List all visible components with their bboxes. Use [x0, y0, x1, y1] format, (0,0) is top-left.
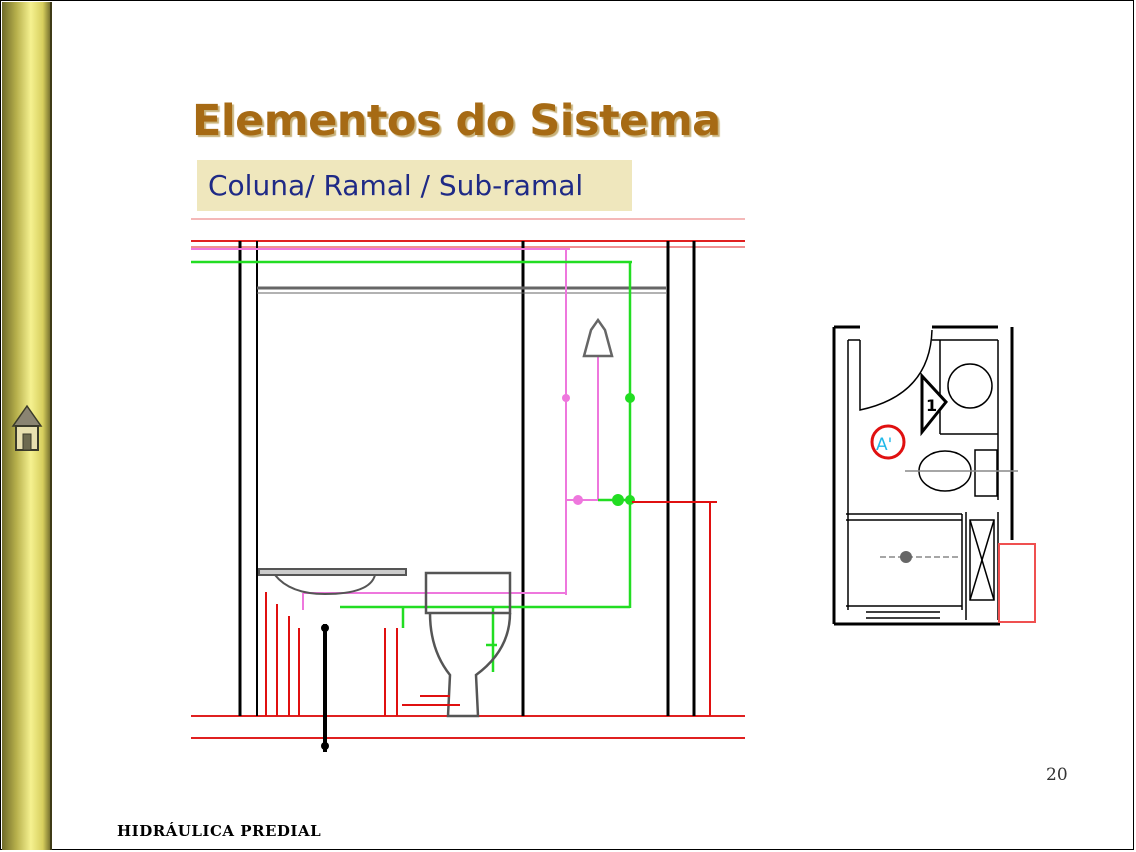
slide-subtitle: Coluna/ Ramal / Sub-ramal	[197, 160, 632, 211]
footer-text: HIDRÁULICA PREDIAL	[117, 822, 322, 840]
shower-head	[582, 317, 614, 358]
home-icon[interactable]	[10, 402, 44, 454]
toilet	[424, 571, 512, 718]
plan-marker-label: A'	[876, 435, 892, 455]
slide-title: Elementos do Sistema	[192, 96, 721, 146]
sink	[258, 568, 407, 596]
page-number: 20	[1046, 765, 1068, 785]
plan-marker-number: 1	[926, 396, 937, 415]
slide-sidebar	[2, 2, 52, 850]
